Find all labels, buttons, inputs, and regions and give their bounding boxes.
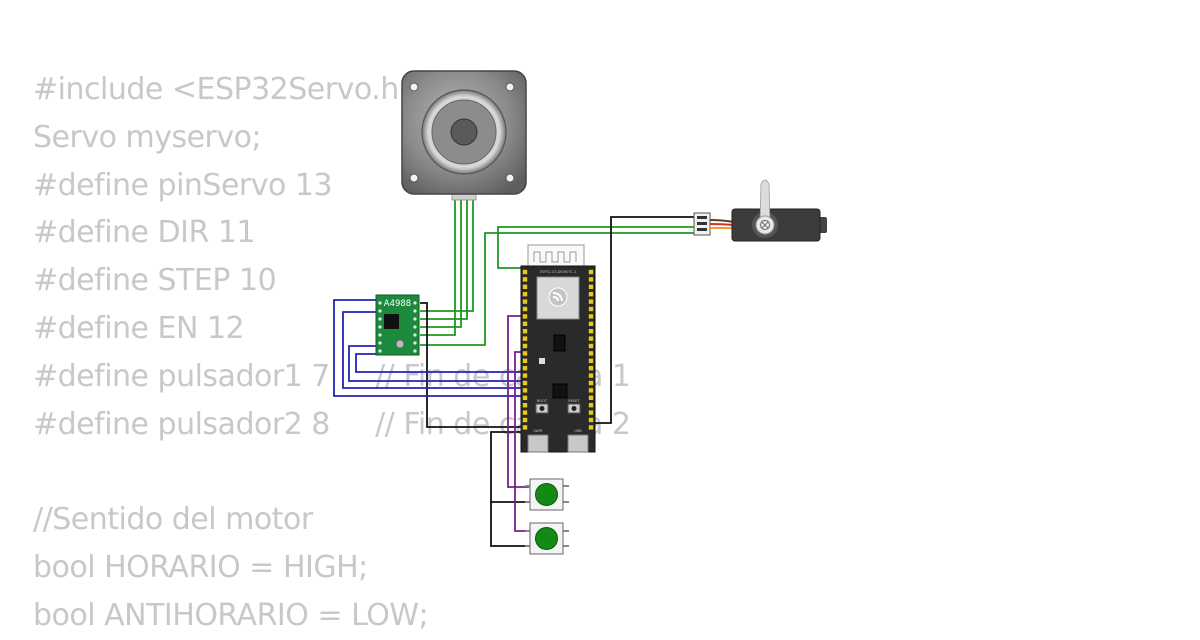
wires bbox=[333, 193, 700, 547]
code-line: Servo myservo; bbox=[33, 119, 262, 155]
header-pin bbox=[588, 336, 594, 341]
header-pin bbox=[588, 284, 594, 289]
wire-button1-ground bbox=[490, 431, 529, 503]
code-line: #define STEP 10 bbox=[33, 263, 277, 299]
push-button-2[interactable] bbox=[525, 522, 569, 555]
header-pin bbox=[522, 292, 528, 297]
wire-button2-signal bbox=[514, 351, 529, 532]
header-pin bbox=[522, 417, 528, 423]
header-pin bbox=[588, 299, 594, 304]
header-pin bbox=[522, 299, 528, 304]
wire-servo-signal bbox=[497, 226, 700, 269]
wire-motor-driver bbox=[420, 193, 474, 312]
header-pin bbox=[522, 284, 528, 289]
espressif-logo-icon bbox=[548, 287, 568, 307]
code-editor-background: #include <ESP32Servo.h> Servo myservo; #… bbox=[33, 66, 631, 640]
header-pin bbox=[522, 329, 528, 334]
header-pin bbox=[588, 373, 594, 378]
wire-driver-link bbox=[355, 353, 522, 373]
header-pin bbox=[522, 269, 528, 275]
header-pin bbox=[588, 395, 594, 400]
wire-servo-power bbox=[420, 232, 700, 346]
header-pin bbox=[522, 388, 528, 393]
header-pin bbox=[522, 373, 528, 378]
header-pin bbox=[522, 306, 528, 312]
header-pin bbox=[522, 277, 528, 282]
code-line: #define DIR 11 bbox=[33, 215, 256, 251]
reset-label: RESET bbox=[568, 399, 580, 403]
a4988-driver[interactable]: A4988 bbox=[375, 294, 420, 356]
header-pin bbox=[522, 403, 528, 408]
boot-label: BOOT bbox=[537, 399, 548, 403]
header-pin bbox=[588, 351, 594, 356]
code-line: #define pinServo 13 bbox=[33, 167, 333, 203]
wire-servo-ground bbox=[594, 216, 700, 424]
header-pin bbox=[588, 343, 594, 349]
stepper-motor[interactable] bbox=[401, 70, 527, 201]
header-pin bbox=[588, 366, 594, 371]
header-pin bbox=[588, 292, 594, 297]
header-pin bbox=[522, 336, 528, 341]
wire-motor-driver bbox=[420, 193, 468, 320]
header-pin bbox=[522, 395, 528, 400]
servo-screw-icon bbox=[759, 219, 771, 231]
code-line: #define EN 12 bbox=[33, 310, 245, 346]
header-pin bbox=[588, 380, 594, 386]
code-line: bool ANTIHORARIO = LOW; bbox=[33, 597, 429, 633]
header-pin bbox=[588, 306, 594, 312]
usb-connector-uart bbox=[527, 434, 549, 453]
wire-driver-en bbox=[348, 345, 522, 382]
usb1-label: UART bbox=[533, 429, 543, 433]
header-pin bbox=[588, 388, 594, 393]
code-line: bool HORARIO = HIGH; bbox=[33, 549, 368, 585]
header-pin bbox=[522, 425, 528, 430]
wire-motor-driver bbox=[420, 193, 462, 328]
header-pin bbox=[522, 314, 528, 319]
header-pin bbox=[588, 277, 594, 282]
push-button-1[interactable] bbox=[525, 478, 569, 511]
code-line: #include <ESP32Servo.h> bbox=[33, 72, 424, 107]
header-pin bbox=[588, 269, 594, 275]
header-pin bbox=[588, 425, 594, 430]
header-pin bbox=[522, 410, 528, 415]
usb2-label: USB bbox=[574, 429, 582, 433]
header-pin bbox=[522, 343, 528, 349]
driver-pins bbox=[378, 301, 417, 353]
wire-button1-signal bbox=[507, 315, 529, 488]
header-pin bbox=[588, 417, 594, 423]
esp32-s3-board[interactable]: ESP32-S3-DEVKITC-1 BOOT RESET UART USB bbox=[520, 244, 596, 453]
header-pin bbox=[522, 351, 528, 356]
header-pin bbox=[522, 358, 528, 363]
wire-driver-dir bbox=[333, 299, 522, 397]
driver-label: A4988 bbox=[384, 299, 411, 309]
wire-driver-ground bbox=[420, 302, 522, 428]
wire-motor-driver bbox=[420, 193, 456, 336]
header-pin bbox=[588, 403, 594, 408]
header-pin bbox=[522, 366, 528, 371]
header-pin bbox=[588, 321, 594, 326]
servo-motor[interactable] bbox=[693, 179, 827, 242]
header-pin bbox=[588, 314, 594, 319]
header-pin bbox=[588, 410, 594, 415]
header-pin bbox=[588, 358, 594, 363]
header-pin bbox=[588, 329, 594, 334]
board-header-pins bbox=[522, 269, 594, 430]
wire-driver-step bbox=[342, 311, 522, 389]
usb-connector-usb bbox=[567, 434, 589, 453]
code-line: //Sentido del motor bbox=[33, 502, 313, 538]
wire-button2-ground bbox=[490, 502, 529, 547]
board-silkscreen: ESP32-S3-DEVKITC-1 bbox=[540, 270, 576, 274]
code-line: #define pulsador2 8 // Fin de carrera 2 bbox=[33, 406, 631, 442]
header-pin bbox=[522, 321, 528, 326]
header-pin bbox=[522, 380, 528, 386]
